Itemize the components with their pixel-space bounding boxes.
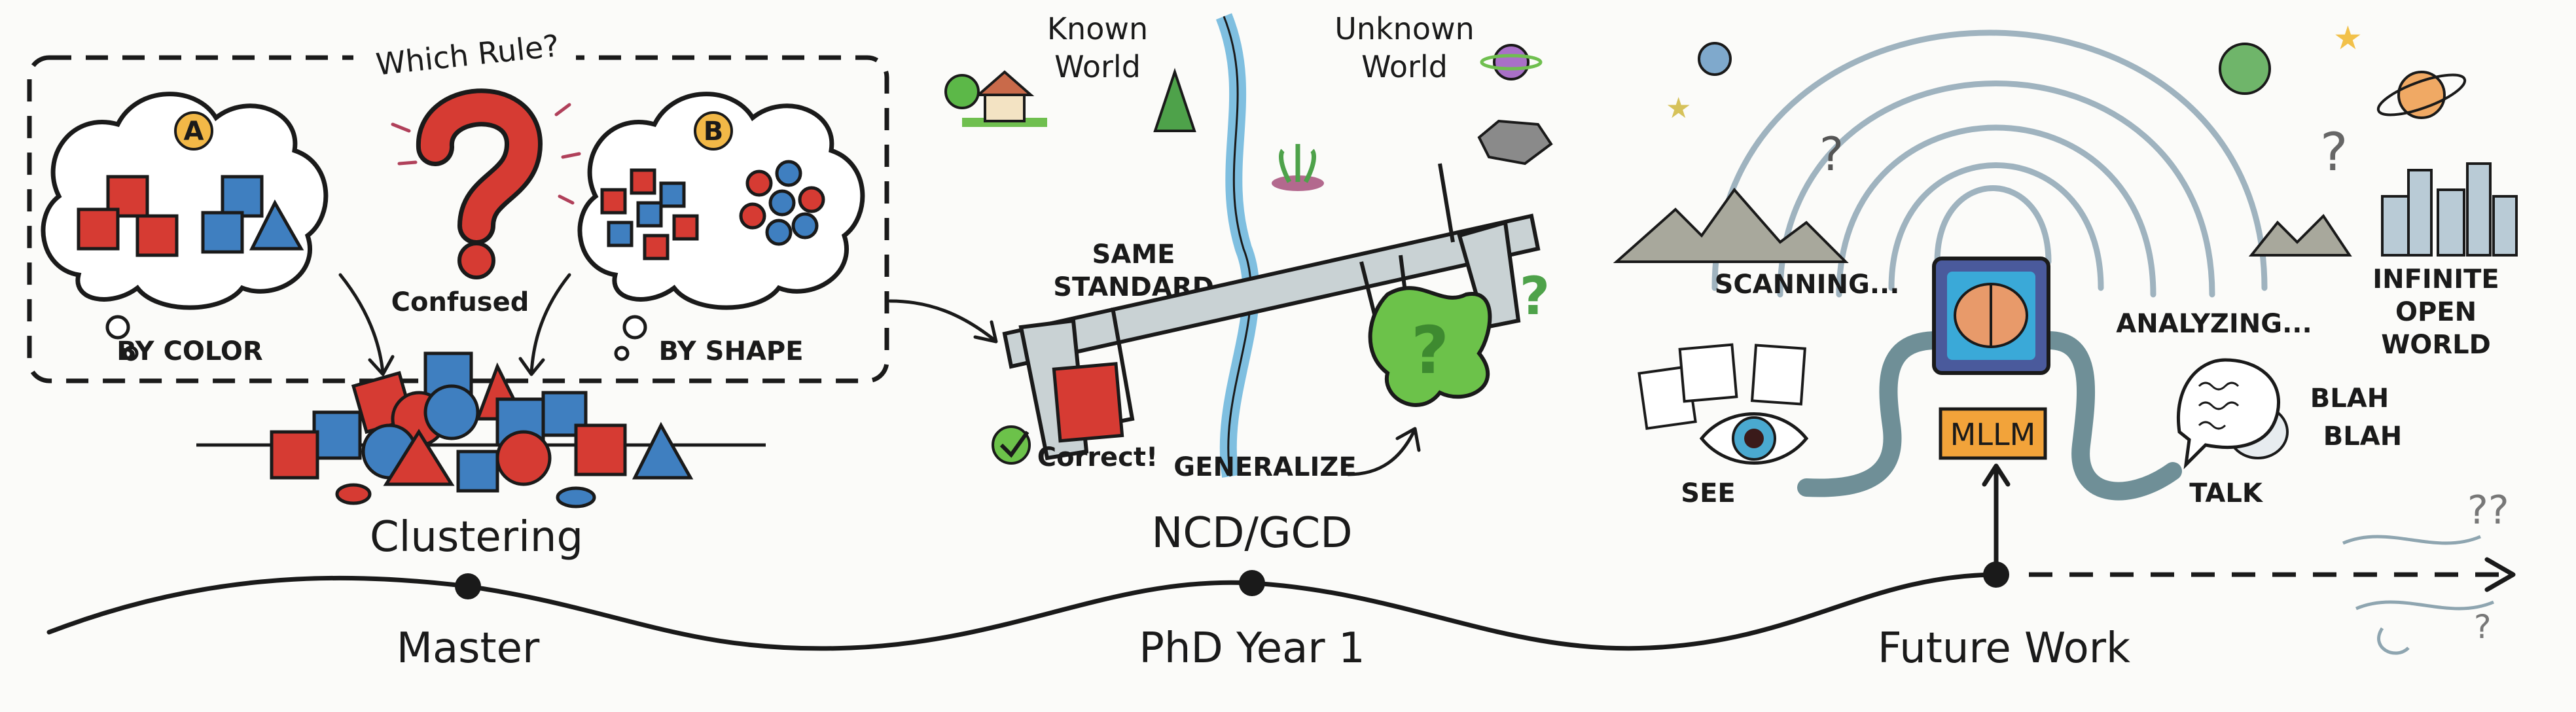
star-icon-2: ★ (1666, 92, 1691, 125)
badge-a-label: A (184, 116, 204, 147)
future-question-icon-2: ? (2474, 608, 2492, 646)
planet-icon (1480, 44, 1543, 80)
badge-b (694, 111, 733, 151)
blob-question-icon: ? (1411, 312, 1449, 389)
correct-label: Correct! (1037, 442, 1158, 472)
mllm-label: MLLM (1950, 417, 2036, 452)
alien-plant-icon (1272, 144, 1324, 191)
milestone-dot-future[interactable] (1983, 561, 2009, 588)
badge-b-label: B (704, 116, 724, 147)
future-question-icon: ?? (2467, 488, 2509, 533)
unknown-blob (1368, 286, 1492, 407)
clustering-panel: Which Rule? A BY COLOR B (27, 27, 998, 508)
caption-by-shape: BY SHAPE (658, 336, 803, 366)
star-icon: ★ (2333, 19, 2363, 57)
milestone-label-future: Future Work (1878, 624, 2130, 673)
check-icon (992, 425, 1031, 465)
caliper-icon (1002, 163, 1541, 461)
tree-icon (1153, 67, 1196, 132)
saturn-icon (2376, 71, 2467, 119)
mixed-shapes-pile (196, 351, 766, 508)
wind-swirls-icon (2342, 535, 2494, 655)
mllm-chip-icon[interactable] (1797, 257, 2182, 501)
earth-icon (2219, 43, 2271, 95)
green-question-icon: ? (1520, 266, 1550, 327)
caption-by-color: BY COLOR (116, 336, 262, 366)
moon-icon (1698, 42, 1732, 76)
question-mark-icon (391, 88, 581, 279)
red-block (1052, 362, 1124, 443)
eye-icon (1699, 412, 1809, 465)
mllm-badge[interactable] (1939, 407, 2047, 460)
blah-label: BLAH (2310, 383, 2389, 414)
milestone-label-master: Master (397, 624, 540, 673)
same-standard-label: SAME (1092, 240, 1175, 270)
milestone-dot-master[interactable] (455, 573, 481, 599)
topic-ncd-gcd: NCD/GCD (1152, 509, 1353, 558)
thought-cloud-a: A (41, 92, 329, 361)
open-world-label: INFINITE (2372, 264, 2499, 294)
open-world-label-2: OPEN (2395, 297, 2477, 327)
see-label: SEE (1681, 478, 1735, 508)
question-icon-2: ? (2320, 122, 2348, 183)
thought-cloud-b: B (577, 92, 865, 361)
talk-label: TALK (2189, 478, 2264, 508)
unknown-label: Unknown (1334, 11, 1475, 46)
timeline-curve (46, 572, 1999, 651)
future-work-panel: ★ ★ ? ? MLLM SCANNING... ANALYZING... IN… (1613, 19, 2518, 655)
speech-bubble-icon (2177, 358, 2289, 469)
mountains-icon (1613, 187, 1849, 263)
ncd-gcd-panel: Known World Unknown World SAME STANDARD … (944, 11, 1553, 482)
question-icon: ? (1819, 128, 1844, 181)
house-icon (944, 70, 1047, 127)
open-world-label-3: WORLD (2381, 330, 2491, 360)
arrow-head-icon (2484, 557, 2516, 592)
generalize-label: GENERALIZE (1173, 452, 1356, 482)
known-label-2: World (1054, 49, 1141, 84)
topic-clustering: Clustering (370, 513, 583, 561)
scanning-label: SCANNING... (1715, 270, 1900, 300)
confused-label: Confused (391, 287, 529, 317)
blah-label-2: BLAH (2323, 421, 2402, 452)
badge-a (174, 111, 213, 151)
photos-icon (1637, 343, 1806, 430)
city-icon (2381, 162, 2518, 257)
unknown-label-2: World (1361, 49, 1448, 84)
milestone-label-phd: PhD Year 1 (1139, 624, 1365, 673)
asteroid-icon (1477, 119, 1553, 166)
analyzing-label: ANALYZING... (2116, 309, 2312, 339)
milestone-dot-phd[interactable] (1239, 570, 1265, 596)
known-label: Known (1047, 11, 1148, 46)
